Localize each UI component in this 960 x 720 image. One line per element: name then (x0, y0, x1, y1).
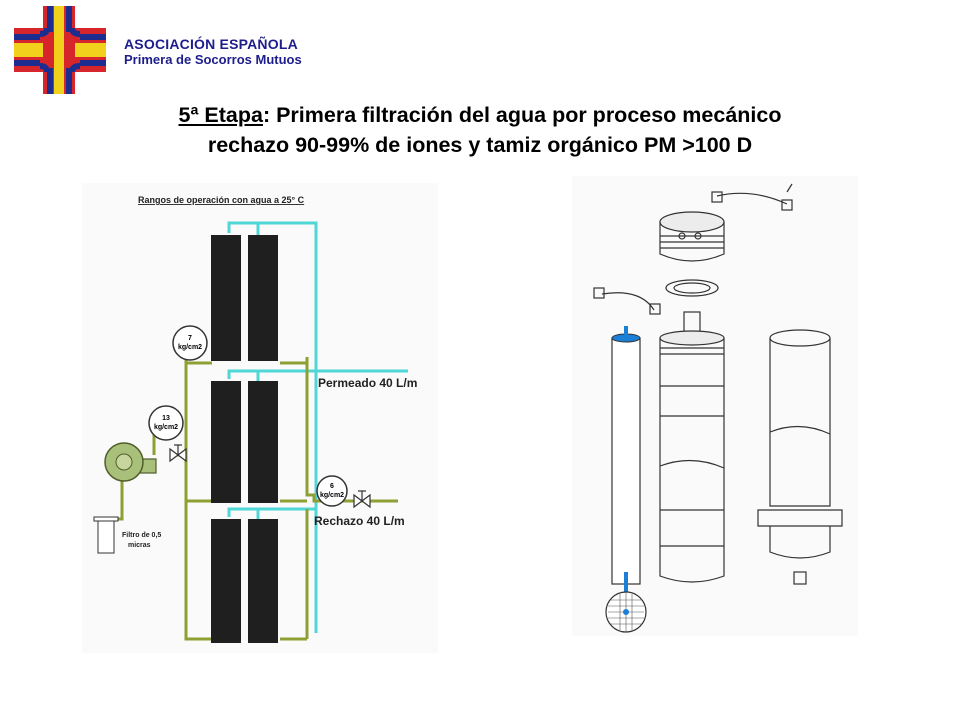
membrane-element (659, 311, 725, 583)
o-ring (665, 279, 719, 297)
reject-label: Rechazo 40 L/m (314, 514, 405, 528)
membrane-module (248, 381, 278, 503)
association-logo (14, 6, 106, 94)
pump-icon (104, 442, 157, 482)
permeate-pipes (227, 221, 408, 633)
pressure-housing (757, 329, 843, 585)
org-subtitle: Primera de Socorros Mutuos (124, 52, 302, 67)
valve-icon (169, 444, 187, 463)
membrane-module (248, 235, 278, 361)
stage-label: 5ª Etapa (178, 103, 263, 127)
gauge-top-unit: kg/cm2 (178, 344, 202, 351)
gauge-right-unit: kg/cm2 (320, 492, 344, 499)
clamp-lower (601, 292, 655, 311)
filter-label-1: Filtro de 0,5 (122, 532, 161, 539)
valve-icon (353, 490, 371, 509)
diagram-heading: Rangos de operación con agua a 25° C (138, 195, 305, 205)
membrane-module (248, 519, 278, 643)
membrane-housing-exploded-view (572, 176, 858, 636)
gauge-middle-unit: kg/cm2 (154, 424, 178, 431)
filter-label-2: micras (128, 542, 151, 549)
slide-title-line-1: 5ª Etapa: Primera filtración del agua po… (40, 101, 920, 129)
clamp-bolt (711, 191, 723, 203)
clamp-bolt (781, 199, 793, 211)
permeate-label: Permeado 40 L/m (318, 376, 417, 390)
membrane-module (211, 381, 241, 503)
title-line-1-text: : Primera filtración del agua por proces… (262, 103, 782, 127)
membrane-module (211, 519, 241, 643)
gauge-top-value: 7 (188, 335, 192, 342)
gauge-middle-value: 13 (162, 415, 170, 422)
org-name: ASOCIACIÓN ESPAÑOLA (124, 36, 298, 52)
filter-icon (93, 516, 119, 554)
product-tube (605, 326, 647, 633)
gauge-top: 7 kg/cm2 (172, 325, 208, 361)
osmosis-process-diagram: Rangos de operación con agua a 25° C (82, 183, 438, 653)
gauge-middle: 13 kg/cm2 (148, 405, 184, 441)
end-cap (659, 211, 725, 262)
gauge-right: 6 kg/cm2 (316, 475, 348, 507)
clamp-top (716, 192, 788, 205)
membrane-modules (211, 235, 278, 643)
membrane-module (211, 235, 241, 361)
gauge-right-value: 6 (330, 483, 334, 490)
slide-title-line-2: rechazo 90-99% de iones y tamiz orgánico… (207, 133, 753, 157)
